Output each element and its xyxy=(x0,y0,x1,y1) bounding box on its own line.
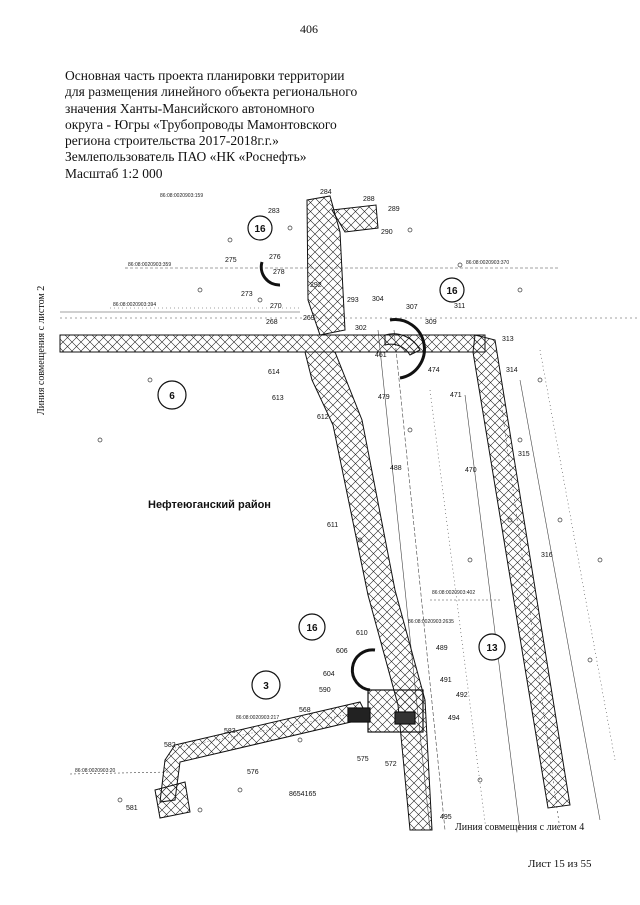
point-label: 315 xyxy=(518,451,530,458)
callout-16-right xyxy=(439,277,465,303)
title-line: Основная часть проекта планировки террит… xyxy=(65,68,345,83)
title-line: региона строительства 2017-2018г.г.» xyxy=(65,133,279,149)
point-label: 311 xyxy=(454,303,465,310)
extra-label: 8654165 xyxy=(289,791,316,798)
point-label: 276 xyxy=(269,254,281,261)
point-label: 314 xyxy=(506,367,518,374)
point-label: 494 xyxy=(448,715,460,722)
facility-block xyxy=(347,689,424,733)
point-label: 293 xyxy=(347,297,359,304)
title-line: значения Ханты-Мансийского автономного xyxy=(65,100,315,116)
cadastral-label: 86:08:0020903:217 xyxy=(236,715,279,721)
point-label: 582 xyxy=(164,742,176,749)
title-line: округа - Югры «Трубопроводы Мамонтовског… xyxy=(65,116,337,132)
point-labels: 284 288 289 290 283 276 275 278 273 292 … xyxy=(126,189,553,821)
cadastral-label: 86:08:0020903:394 xyxy=(113,302,156,308)
survey-markers xyxy=(97,225,603,813)
point-label: 489 xyxy=(436,645,448,652)
scale-line: Масштаб 1:2 000 xyxy=(65,165,163,181)
point-label: 304 xyxy=(372,296,384,303)
arc-shapes xyxy=(259,261,426,692)
callout-label: 13 xyxy=(486,643,498,654)
point-label: 474 xyxy=(428,367,440,374)
point-label: 610 xyxy=(356,630,368,637)
corridor-right xyxy=(472,334,571,809)
point-label: 492 xyxy=(456,692,468,699)
callout-label: 16 xyxy=(254,224,266,235)
point-label: 288 xyxy=(363,196,375,203)
point-label: 583 xyxy=(224,728,236,735)
title-block: Основная часть проекта планировки террит… xyxy=(65,68,385,182)
point-label: 292 xyxy=(310,282,322,289)
land-user-line: Землепользователь ПАО «НК «Роснефть» xyxy=(65,149,307,165)
callout-13 xyxy=(478,633,506,661)
point-label: 470 xyxy=(465,467,477,474)
point-label: 284 xyxy=(320,189,332,196)
side-label-left: Линия совмещения с листом 2 xyxy=(36,286,47,415)
point-label: 309 xyxy=(425,319,437,326)
point-label: 316 xyxy=(541,552,553,559)
side-label-bottom: Линия совмещения с листом 4 xyxy=(455,822,584,833)
point-label: 471 xyxy=(450,392,462,399)
title-line: для размещения линейного объекта региона… xyxy=(65,84,358,100)
cadastral-label: 86:08:0020903:2635 xyxy=(408,619,454,625)
point-label: 479 xyxy=(378,394,390,401)
callout-6 xyxy=(157,380,187,410)
point-label: 611 xyxy=(327,522,338,529)
corridor-bottom-end xyxy=(154,781,191,819)
corridor-bottom xyxy=(159,701,369,803)
cadastral-label: 86:08:0020903:159 xyxy=(160,193,203,199)
pipeline-corridors xyxy=(59,195,571,831)
point-label: 604 xyxy=(323,671,335,678)
bend-area xyxy=(384,333,421,356)
point-label: 606 xyxy=(336,648,348,655)
point-label: 290 xyxy=(381,229,393,236)
point-label: 461 xyxy=(375,352,387,359)
callout-16-top xyxy=(247,215,273,241)
corridor-top xyxy=(306,195,346,336)
point-label: 269 xyxy=(303,315,315,322)
point-label: 581 xyxy=(126,805,138,812)
point-label: 590 xyxy=(319,687,331,694)
callout-label: 16 xyxy=(446,286,458,297)
point-label: 572 xyxy=(385,761,397,768)
point-label: 307 xyxy=(406,304,418,311)
point-label: 613 xyxy=(272,395,284,402)
cadastral-labels: 86:08:0020903:159 86:08:0020903:359 86:0… xyxy=(75,193,509,798)
cadastral-label: 86:08:0020903:20 xyxy=(75,768,116,774)
sheet-number: Лист 15 из 55 xyxy=(528,858,592,870)
cadastral-label: 86:08:0020903:402 xyxy=(432,590,475,596)
point-label: 575 xyxy=(357,756,369,763)
callout-label: 3 xyxy=(263,681,269,692)
point-label: 270 xyxy=(270,303,282,310)
point-label: 612 xyxy=(317,414,329,421)
point-label: 283 xyxy=(268,208,280,215)
point-label: 576 xyxy=(247,769,259,776)
cadastral-label: 86:08:0020903:370 xyxy=(466,260,509,266)
point-label: 568 xyxy=(299,707,311,714)
page-number: 406 xyxy=(300,22,318,36)
point-label: 275 xyxy=(225,257,237,264)
point-label: 495 xyxy=(440,814,452,821)
cadastral-label: 86:08:0020903:359 xyxy=(128,262,171,268)
point-label: 273 xyxy=(241,291,253,298)
point-label: 491 xyxy=(440,677,452,684)
point-label: 302 xyxy=(355,325,367,332)
district-label: Нефтеюганский район xyxy=(148,499,271,511)
corridor-top-branch xyxy=(331,204,379,233)
callout-16-mid xyxy=(298,613,326,641)
point-label: 278 xyxy=(273,269,285,276)
point-label: 614 xyxy=(268,369,280,376)
point-label: 268 xyxy=(266,319,278,326)
point-label: 488 xyxy=(390,465,402,472)
callout-label: 16 xyxy=(306,623,318,634)
callouts xyxy=(157,215,506,700)
point-label: 289 xyxy=(388,206,400,213)
point-label: 313 xyxy=(502,336,514,343)
callout-label: 6 xyxy=(169,391,175,402)
callout-3 xyxy=(251,670,281,700)
